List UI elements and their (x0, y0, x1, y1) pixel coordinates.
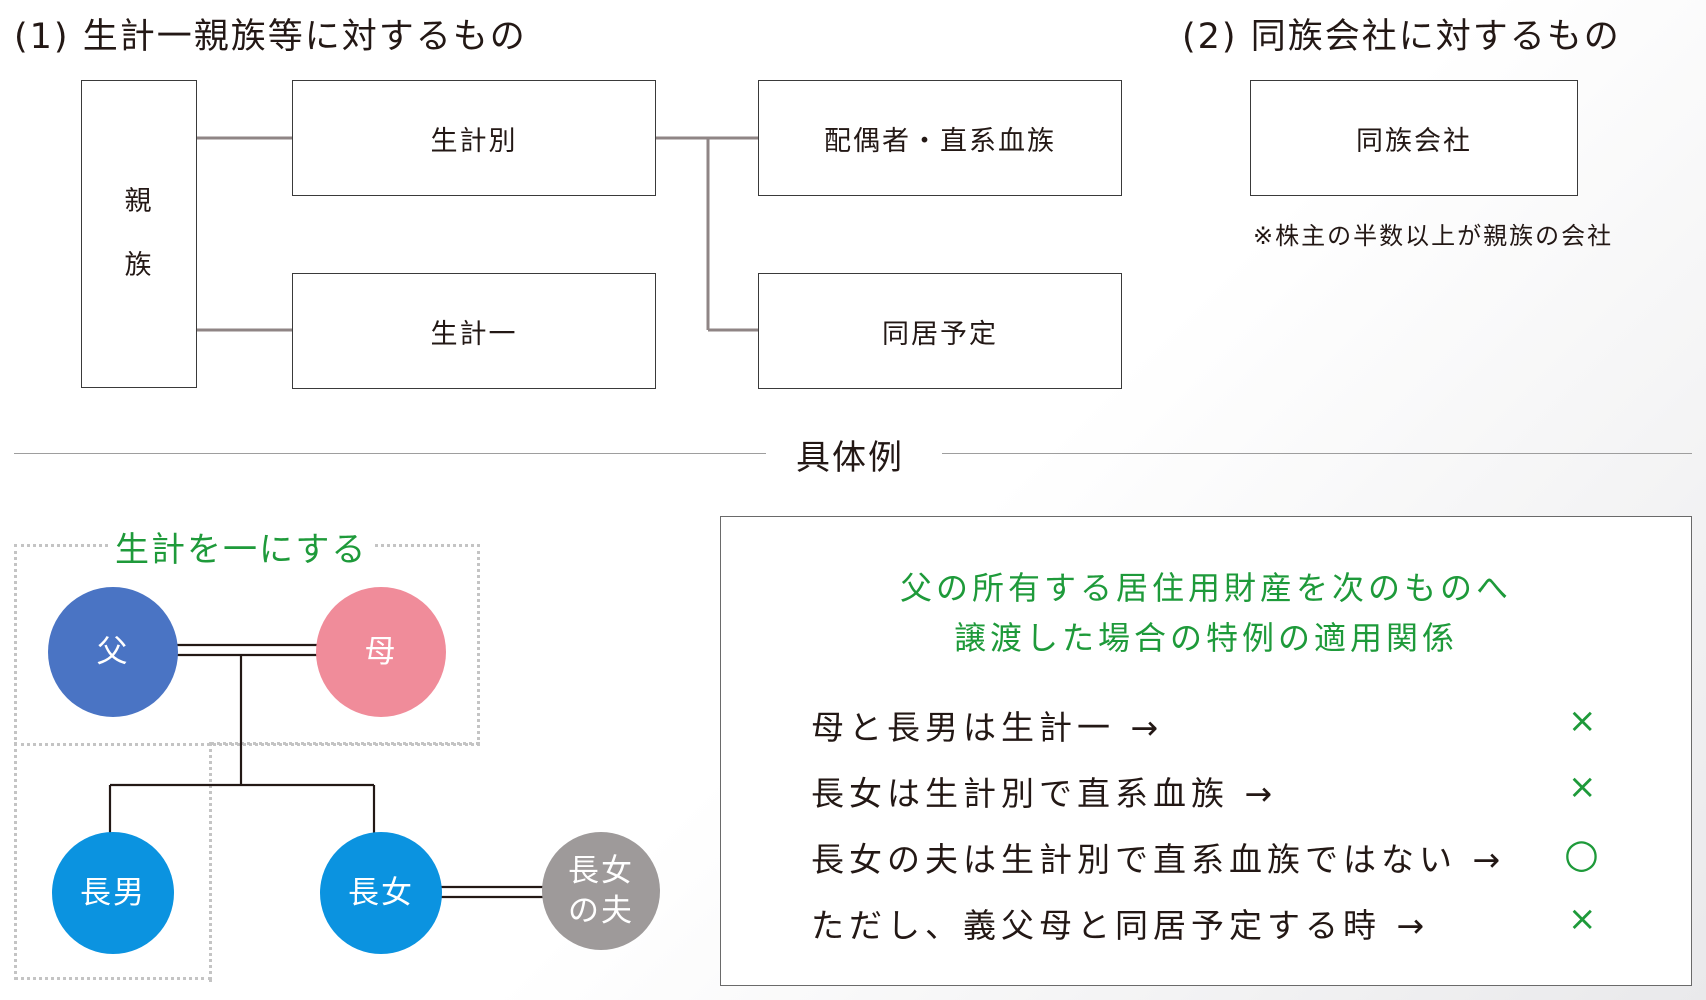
section2-title: (2) 同族会社に対するもの (1182, 17, 1621, 57)
rule-row-3: 長女の夫は生計別で直系血族ではない → (811, 840, 1506, 879)
rule-row-2: 長女は生計別で直系血族 → (811, 774, 1278, 813)
separator-left (14, 453, 766, 454)
rules-panel (720, 516, 1692, 986)
father-node: 父 (48, 587, 178, 717)
section1-title: (1) 生計一親族等に対するもの (14, 17, 527, 57)
same-household-label: 生計一 (430, 318, 518, 350)
family-connectors (108, 643, 546, 899)
example-label: 具体例 (796, 438, 904, 478)
daughter-husband-line1: 長女 (568, 853, 634, 889)
eldest-daughter-node: 長女 (320, 832, 442, 954)
group-label: 生計を一にする (109, 522, 374, 571)
mother-node: 母 (316, 587, 446, 717)
family-company-label: 同族会社 (1356, 125, 1472, 157)
separate-household-label: 生計別 (430, 125, 518, 157)
relatives-char-1: 親 (124, 186, 154, 217)
rule-mark-3: ○ (1564, 831, 1599, 877)
rule-row-4: ただし、義父母と同居予定する時 → (811, 906, 1430, 945)
group-inner-edge (210, 742, 480, 745)
rule-mark-2: × (1568, 767, 1597, 807)
same-household-box: 生計一 (292, 273, 656, 389)
lineal-relatives-label: 配偶者・直系血族 (824, 125, 1056, 157)
relatives-box: 親 族 (81, 80, 197, 388)
group-inner-vertical (209, 742, 212, 982)
company-note: ※株主の半数以上が親族の会社 (1253, 222, 1614, 250)
rule-mark-4: × (1568, 899, 1597, 939)
rule-row-1: 母と長男は生計一 → (811, 708, 1164, 747)
eldest-son-node: 長男 (52, 832, 174, 954)
cohabit-label: 同居予定 (882, 318, 998, 350)
cohabit-box: 同居予定 (758, 273, 1122, 389)
rule-mark-1: × (1568, 701, 1597, 741)
daughter-husband-line2: の夫 (568, 893, 634, 929)
panel-caption-line1: 父の所有する居住用財産を次のものへ (899, 569, 1512, 607)
family-company-box: 同族会社 (1250, 80, 1578, 196)
separate-household-box: 生計別 (292, 80, 656, 196)
relatives-char-2: 族 (124, 250, 154, 281)
lineal-relatives-box: 配偶者・直系血族 (758, 80, 1122, 196)
panel-caption-line2: 譲渡した場合の特例の適用関係 (953, 619, 1458, 657)
separator-right (942, 453, 1692, 454)
tree-connectors (196, 136, 758, 332)
daughter-husband-node: 長女 の夫 (542, 832, 660, 950)
